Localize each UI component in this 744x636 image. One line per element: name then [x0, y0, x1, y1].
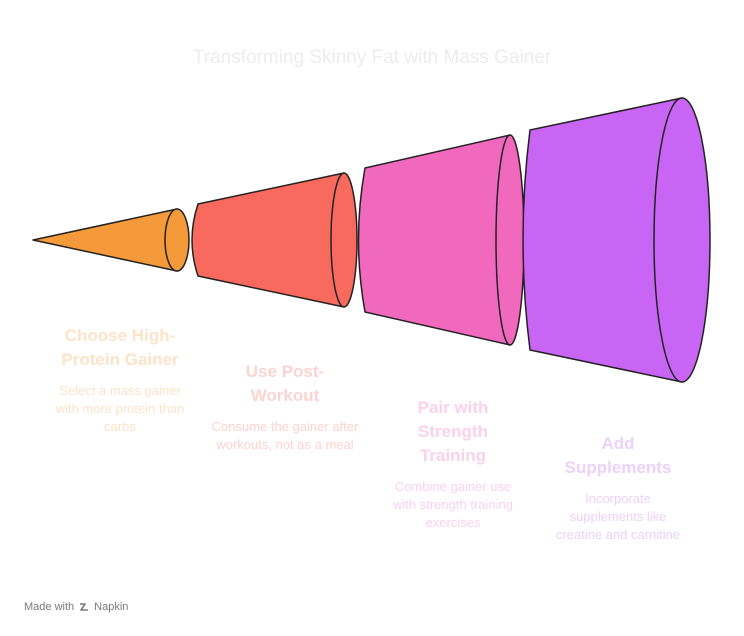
funnel-segment-3 — [357, 134, 525, 346]
step-4-label: Add Supplements Incorporate supplements … — [543, 432, 693, 544]
step-3-description: Combine gainer use with strength trainin… — [393, 479, 513, 530]
made-with-napkin: Made with Napkin — [24, 601, 128, 613]
segment-4-body — [522, 97, 683, 383]
step-2-heading: Use Post-Workout — [245, 362, 325, 405]
diagram-title: Transforming Skinny Fat with Mass Gainer — [192, 47, 552, 68]
segment-1-cap — [164, 208, 190, 272]
napkin-logo-icon — [80, 603, 89, 611]
napkin-brand: Napkin — [94, 601, 129, 613]
step-2-description: Consume the gainer after workouts, not a… — [211, 419, 359, 452]
segment-3-cap — [495, 134, 525, 346]
segment-2-cap — [330, 172, 358, 308]
funnel-segment-2 — [191, 172, 358, 308]
funnel-segment-4 — [522, 97, 711, 383]
segment-1-body — [32, 208, 178, 272]
step-1-heading: Choose High-Protein Gainer — [61, 326, 179, 369]
step-1-description: Select a mass gainer with more protein t… — [55, 383, 185, 434]
step-3-label: Pair with Strength Training Combine gain… — [378, 396, 528, 532]
segment-3-body — [357, 134, 511, 346]
step-3-heading: Pair with Strength Training — [417, 398, 489, 465]
step-4-description: Incorporate supplements like creatine an… — [555, 491, 681, 542]
made-with-text: Made with — [24, 601, 75, 613]
step-2-label: Use Post-Workout Consume the gainer afte… — [210, 360, 360, 454]
step-1-label: Choose High-Protein Gainer Select a mass… — [45, 324, 195, 436]
segment-2-body — [191, 172, 345, 308]
segment-4-cap — [653, 97, 711, 383]
funnel-segment-1 — [32, 208, 190, 272]
step-4-heading: Add Supplements — [564, 434, 672, 477]
